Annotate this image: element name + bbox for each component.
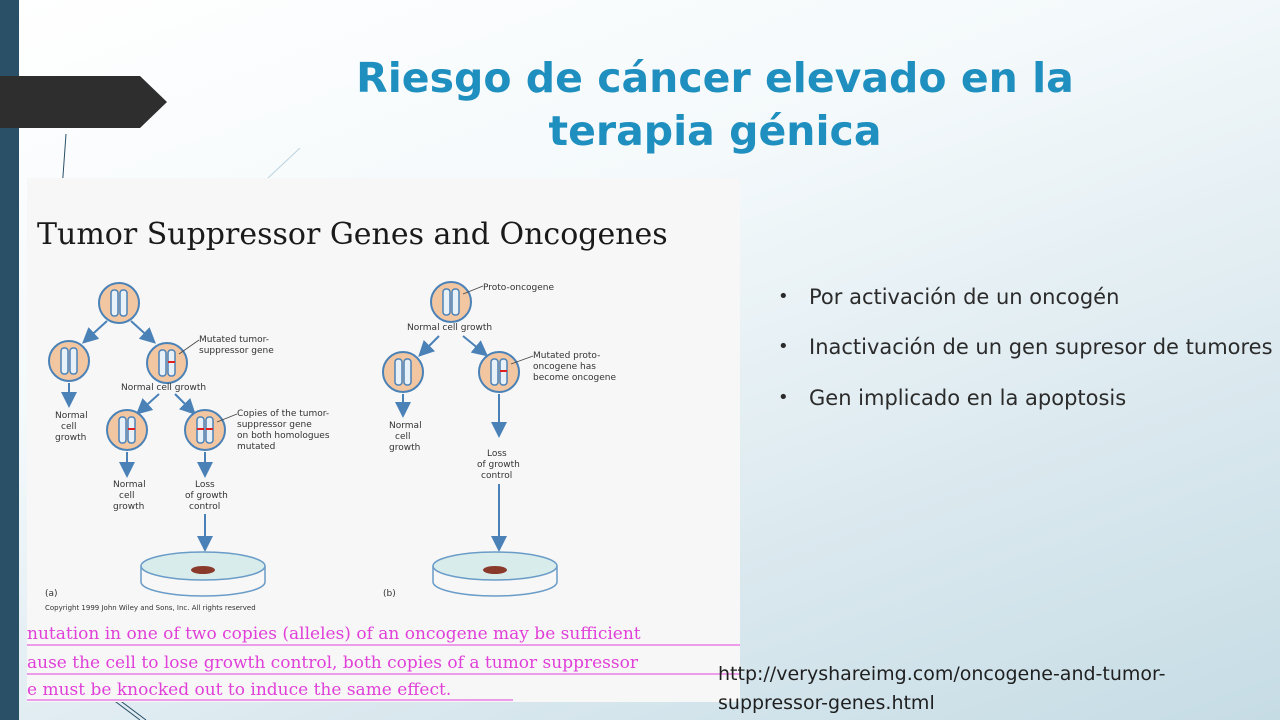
proto-oncogene-label: Proto-oncogene xyxy=(483,283,555,293)
figure-caption: nutation in one of two copies (alleles) … xyxy=(27,624,740,701)
slide-title-line-1: Riesgo de cáncer elevado en la xyxy=(356,54,1074,102)
panel-a-left-outcome-3: growth xyxy=(55,433,86,443)
bullet-list: Por activación de un oncogén Inactivació… xyxy=(778,282,1278,433)
left-accent-bar xyxy=(0,0,19,720)
mutated-tumor-label-1: Mutated tumor- xyxy=(199,335,269,345)
panel-a-bottom-right-2: of growth xyxy=(185,491,228,501)
mutated-tumor-label-2: suppressor gene xyxy=(199,346,274,356)
bullet-item: Por activación de un oncogén xyxy=(778,282,1278,312)
cell-a-bottom-right xyxy=(184,409,226,451)
panel-b-marker: (b) xyxy=(383,589,396,599)
arrow-tab-decoration xyxy=(0,76,167,128)
copies-label-1: Copies of the tumor- xyxy=(237,409,329,419)
panel-a-left-outcome-1: Normal xyxy=(55,411,88,421)
panel-a-bottom-left-3: growth xyxy=(113,502,144,512)
panel-b-right-outcome-1: Loss xyxy=(487,449,507,459)
tumor-suppressor-figure: .fig-small { font-family: "DejaVu Sans",… xyxy=(27,178,740,702)
panel-b-left-outcome-2: cell xyxy=(395,432,411,442)
figure-copyright: Copyright 1999 John Wiley and Sons, Inc.… xyxy=(45,604,256,612)
petri-dish-a xyxy=(140,551,266,597)
panel-a-bottom-left-1: Normal xyxy=(113,480,146,490)
panel-a-bottom-right-3: control xyxy=(189,502,220,512)
slide-title-line-2: terapia génica xyxy=(548,107,882,155)
cell-a-mutated xyxy=(146,342,188,384)
panel-b-right-outcome-3: control xyxy=(481,471,512,481)
mutated-proto-label-3: become oncogene xyxy=(533,373,616,383)
mutated-proto-label-2: oncogene has xyxy=(533,362,596,372)
cell-b-mutated xyxy=(478,351,520,393)
mutated-proto-label-1: Mutated proto- xyxy=(533,351,600,361)
cell-a-bottom-left xyxy=(106,409,148,451)
panel-a: Mutated tumor- suppressor gene Normal ce… xyxy=(45,282,330,612)
panel-b-normal-growth: Normal cell growth xyxy=(407,323,492,333)
panel-b: Proto-oncogene Normal cell growth Mutate… xyxy=(382,281,616,599)
panel-a-marker: (a) xyxy=(45,589,58,599)
panel-a-left-outcome-2: cell xyxy=(61,422,77,432)
bullet-item: Gen implicado en la apoptosis xyxy=(778,383,1278,413)
panel-b-left-outcome-1: Normal xyxy=(389,421,422,431)
slide-title: Riesgo de cáncer elevado en la terapia g… xyxy=(300,52,1130,158)
figure-heading: Tumor Suppressor Genes and Oncogenes xyxy=(37,217,668,252)
cell-b-top xyxy=(430,281,472,323)
copies-label-3: on both homologues xyxy=(237,431,330,441)
source-url-line-2: suppressor-genes.html xyxy=(718,692,935,714)
panel-b-left-outcome-3: growth xyxy=(389,443,420,453)
panel-b-right-outcome-2: of growth xyxy=(477,460,520,470)
panel-a-normal-growth: Normal cell growth xyxy=(121,383,206,393)
caption-line-1: nutation in one of two copies (alleles) … xyxy=(27,624,641,644)
panel-a-bottom-right-1: Loss xyxy=(195,480,215,490)
copies-label-2: suppressor gene xyxy=(237,420,312,430)
cell-b-left xyxy=(382,351,424,393)
caption-line-2: ause the cell to lose growth control, bo… xyxy=(27,653,639,673)
bullet-item: Inactivación de un gen supresor de tumor… xyxy=(778,332,1278,362)
source-url: http://veryshareimg.com/oncogene-and-tum… xyxy=(718,660,1280,718)
panel-a-bottom-left-2: cell xyxy=(119,491,135,501)
caption-line-3: e must be knocked out to induce the same… xyxy=(27,680,451,700)
source-url-line-1: http://veryshareimg.com/oncogene-and-tum… xyxy=(718,663,1166,685)
cell-a-top xyxy=(98,282,140,324)
cell-a-left xyxy=(48,340,90,382)
copies-label-4: mutated xyxy=(237,442,275,452)
petri-dish-b xyxy=(432,551,558,597)
